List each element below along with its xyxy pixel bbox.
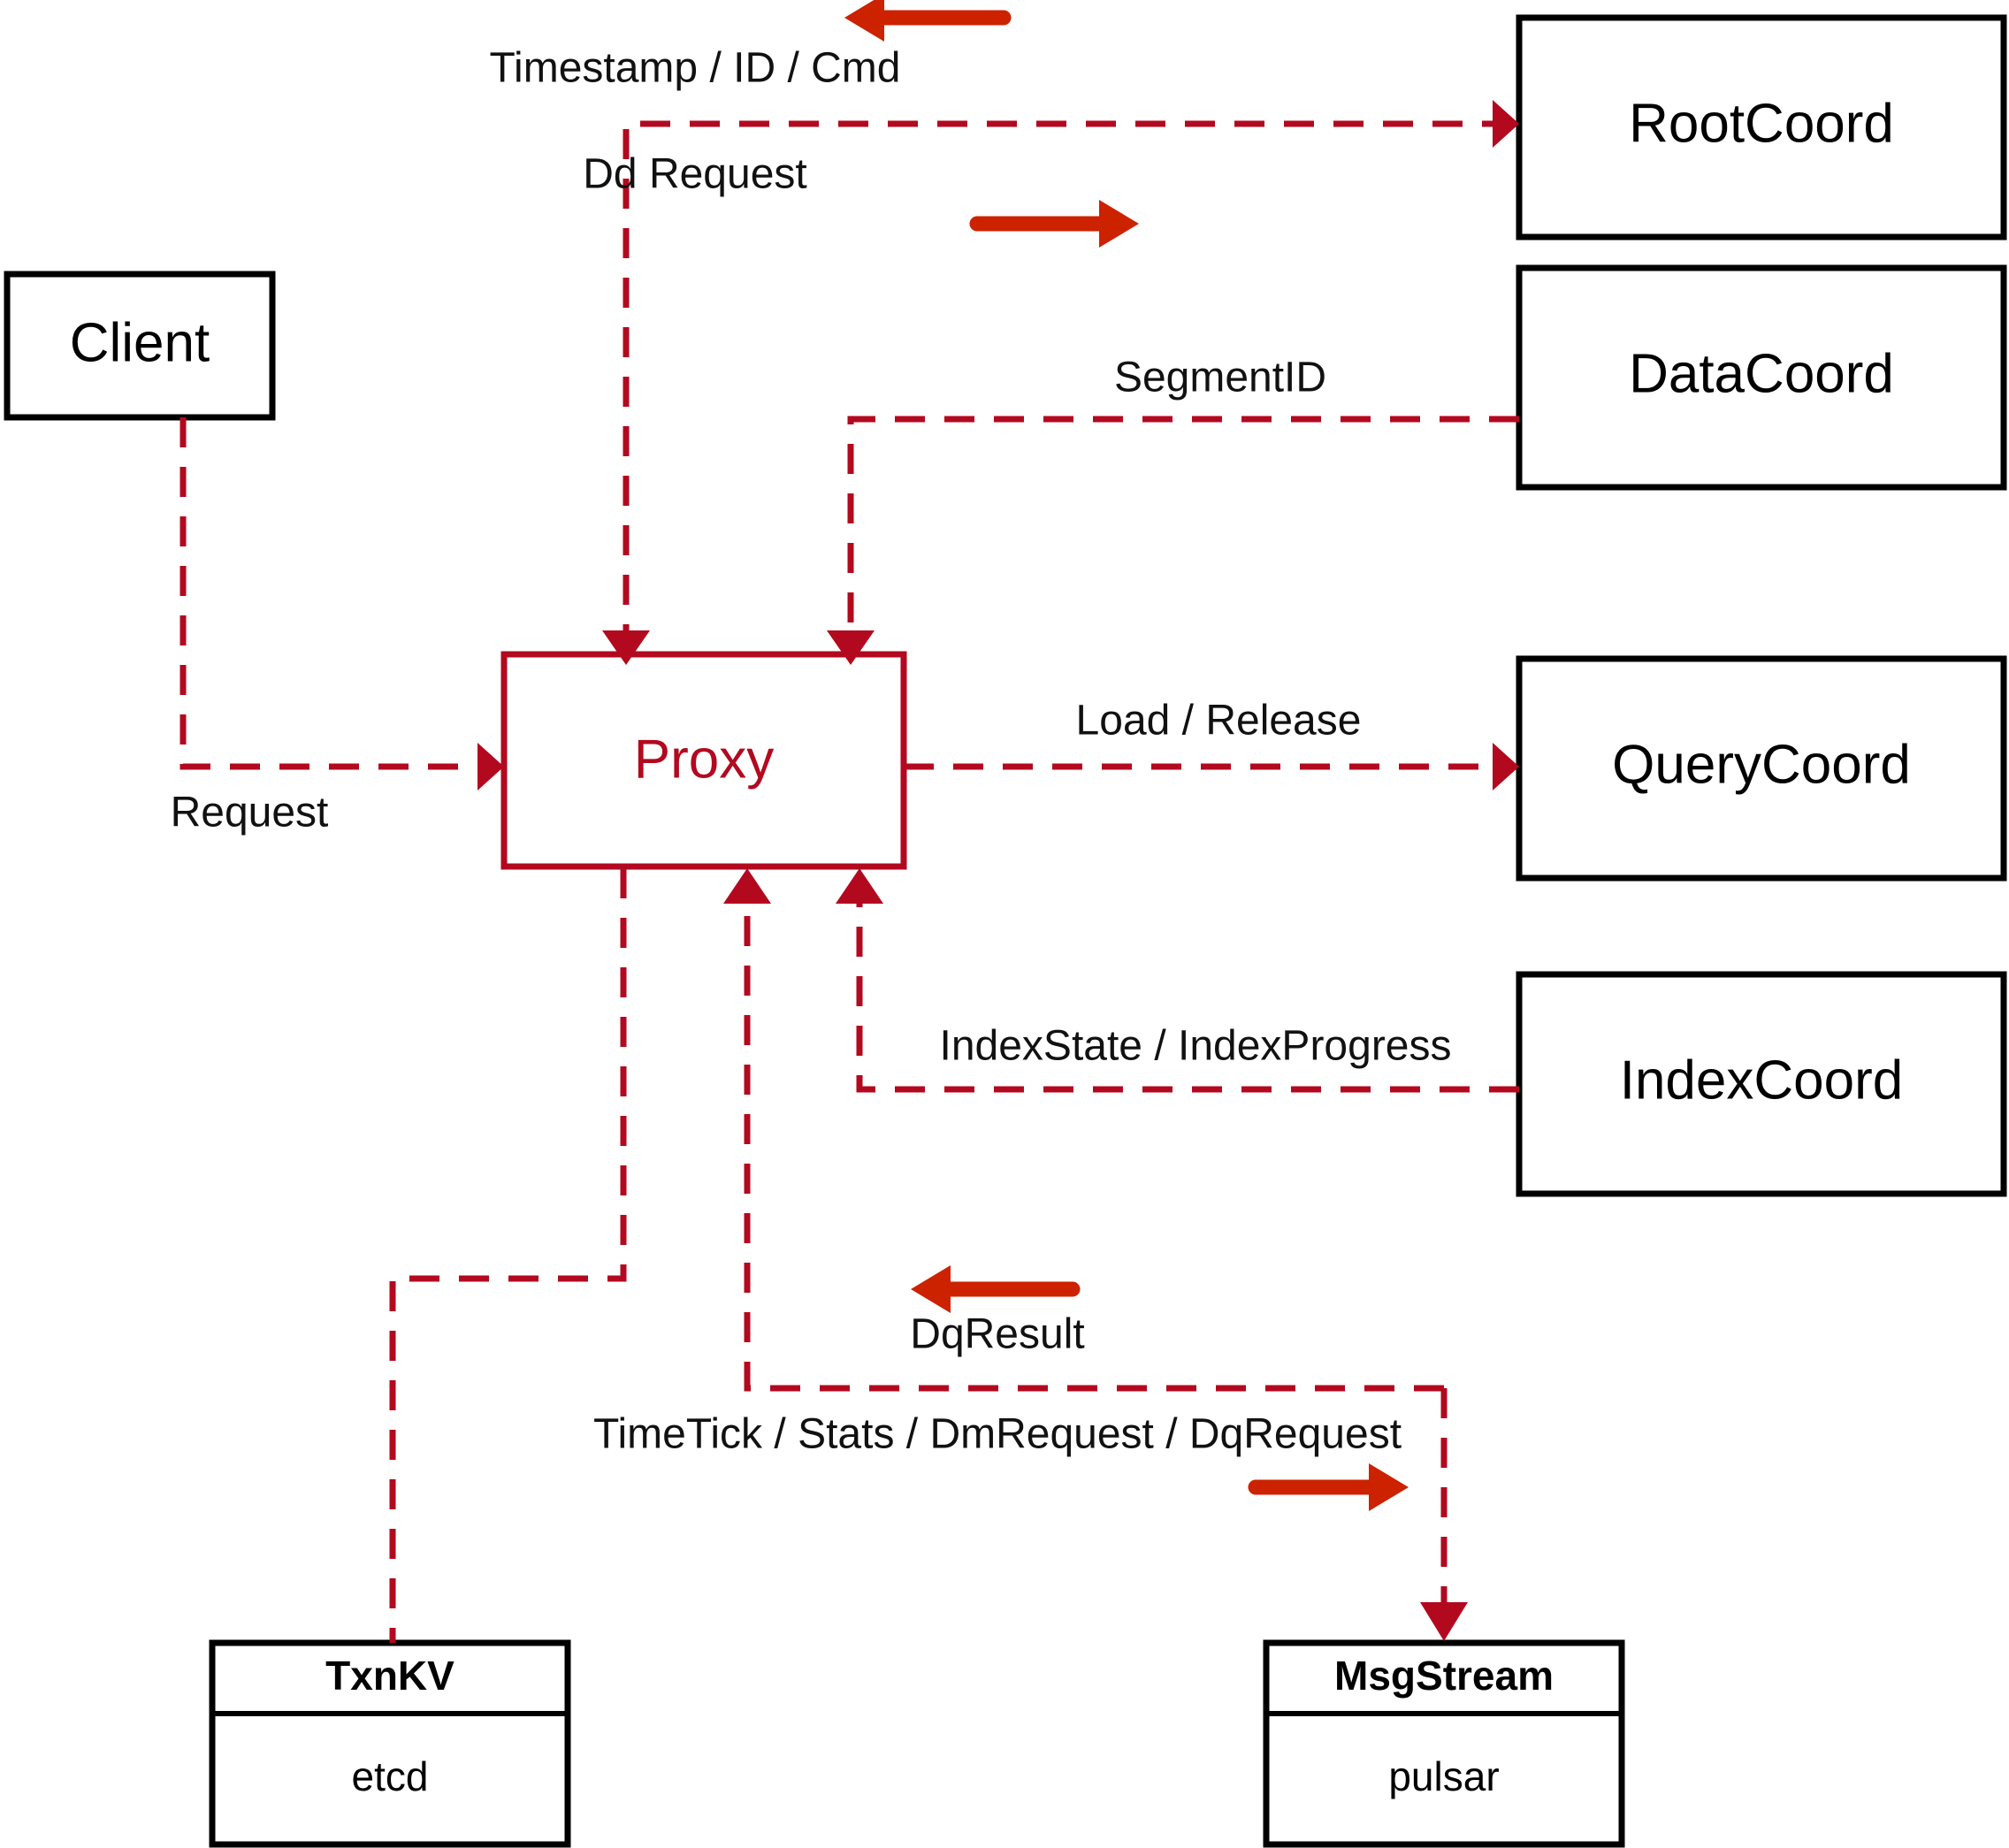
indexcoord-label: IndexCoord <box>1620 1050 1904 1111</box>
edge-label-load-release: Load / Release <box>1076 698 1362 745</box>
querycoord-box <box>1516 655 2007 882</box>
edge-label-request: Request <box>171 790 329 836</box>
txnkv-box <box>209 1639 571 1848</box>
edge-label-indexstate: IndexState / IndexProgress <box>940 1023 1452 1070</box>
rootcoord-box <box>1516 14 2007 241</box>
edge-label-dqresult: DqResult <box>910 1311 1084 1358</box>
txnkv-title-label: TxnKV <box>325 1653 455 1699</box>
client-label: Client <box>70 312 210 373</box>
edge-proxy-txnkv <box>389 868 627 1643</box>
datacoord-box <box>1516 264 2007 491</box>
flow-arrow-dd-request <box>969 200 1139 248</box>
edge-datacoord-proxy-path <box>847 416 1519 654</box>
node-indexcoord[interactable]: IndexCoord <box>1516 971 2007 1197</box>
datacoord-label: DataCoord <box>1629 343 1894 404</box>
msgstream-title-label: MsgStream <box>1334 1653 1554 1699</box>
edge-label-timestamp: Timestamp / ID / Cmd <box>490 45 901 92</box>
edge-msgstream-proxy-arrowhead <box>723 868 771 904</box>
flow-arrow-timestamp <box>844 0 1012 42</box>
flow-arrow-timetick <box>1248 1463 1409 1511</box>
edge-proxy-querycoord-arrowhead <box>1493 743 1519 790</box>
indexcoord-box <box>1516 971 2007 1197</box>
node-client[interactable]: Client <box>4 271 276 421</box>
edge-datacoord-proxy-arrowhead <box>827 630 875 665</box>
edge-rootcoord-proxy-arrowhead <box>602 630 650 665</box>
edge-proxy-msgstream-arrowhead <box>1420 1602 1468 1641</box>
node-querycoord[interactable]: QueryCoord <box>1516 655 2007 882</box>
edge-proxy-txnkv-path <box>389 868 627 1643</box>
edge-proxy-rootcoord-arrowhead <box>1493 100 1519 148</box>
edge-client-proxy-arrowhead <box>477 743 504 790</box>
proxy-label: Proxy <box>634 729 774 790</box>
client-box <box>4 271 276 421</box>
flow-arrow-dqresult <box>911 1265 1081 1313</box>
node-txnkv[interactable]: TxnKV etcd <box>209 1639 571 1848</box>
edge-proxy-rootcoord: Timestamp / ID / Cmd Dd Request <box>490 45 1519 665</box>
edge-client-proxy: Request <box>171 417 504 836</box>
edge-proxy-msgstream: TimeTick / Stats / DmRequest / DqRequest <box>593 1388 1468 1641</box>
querycoord-label: QueryCoord <box>1612 734 1911 795</box>
node-datacoord[interactable]: DataCoord <box>1516 264 2007 491</box>
msgstream-sub-label: pulsar <box>1388 1753 1499 1799</box>
node-rootcoord[interactable]: RootCoord <box>1516 14 2007 241</box>
edge-label-segmentid: SegmentID <box>1114 355 1326 401</box>
node-proxy[interactable]: Proxy <box>500 651 907 870</box>
edge-msgstream-proxy: DqResult <box>723 868 1444 1392</box>
edge-client-proxy-path <box>180 417 477 770</box>
msgstream-box <box>1263 1639 1625 1848</box>
edge-proxy-rootcoord-path <box>623 120 1493 654</box>
txnkv-sub-label: etcd <box>352 1753 429 1799</box>
rootcoord-label: RootCoord <box>1629 93 1894 154</box>
edge-datacoord-proxy: SegmentID <box>827 355 1519 665</box>
edge-proxy-querycoord: Load / Release <box>904 698 1519 790</box>
edge-indexcoord-proxy-path <box>856 889 1519 1093</box>
node-msgstream[interactable]: MsgStream pulsar <box>1263 1639 1625 1848</box>
edge-msgstream-proxy-path <box>744 889 1444 1392</box>
flow-arrow-dqresult-head <box>911 1265 951 1313</box>
flow-arrow-dd-request-head <box>1099 200 1139 248</box>
proxy-box <box>500 651 907 870</box>
flow-arrow-timestamp-head <box>844 0 884 42</box>
edge-indexcoord-proxy: IndexState / IndexProgress <box>836 868 1519 1093</box>
edge-label-dd-request: Dd Request <box>583 151 806 198</box>
edge-label-timetick: TimeTick / Stats / DmRequest / DqRequest <box>593 1411 1402 1458</box>
edge-indexcoord-proxy-arrowhead <box>836 868 883 904</box>
flow-arrow-timetick-head <box>1369 1463 1409 1511</box>
